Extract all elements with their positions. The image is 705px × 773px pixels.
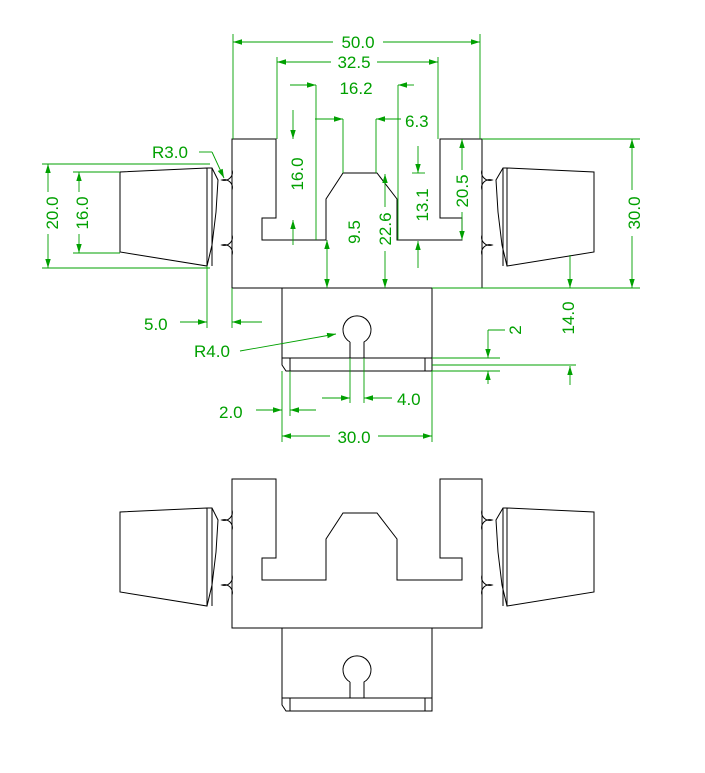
right-connector <box>495 167 595 267</box>
bottom-view <box>119 478 595 712</box>
dim-side-radius: R3.0 <box>152 143 188 162</box>
dim-center-height: 22.6 <box>376 212 395 245</box>
left-side-notches-copy <box>220 509 233 596</box>
dim-notch-width: 6.3 <box>405 112 429 131</box>
keyhole-slot-copy <box>342 655 372 698</box>
left-connector-copy <box>119 507 219 607</box>
dim-inner-width: 32.5 <box>337 53 370 72</box>
dim-chamfer-height: 2 <box>506 325 525 334</box>
dim-left-outer-height: 20.0 <box>43 196 62 229</box>
right-side-notches <box>481 169 494 256</box>
dim-slot-width: 16.2 <box>339 79 372 98</box>
right-side-notches-copy <box>481 509 494 596</box>
bottom-tab-outline-copy <box>281 628 433 712</box>
dim-tab-offset: 5.0 <box>144 315 168 334</box>
dim-tab-height: 14.0 <box>559 301 578 334</box>
dim-ledge-height: 9.5 <box>345 220 364 244</box>
dim-notch-height: 13.1 <box>413 188 432 221</box>
right-connector-copy <box>495 507 595 607</box>
dim-slot-gap: 4.0 <box>397 390 421 409</box>
left-connector <box>119 167 219 267</box>
top-view <box>119 138 595 372</box>
dim-post-height: 16.0 <box>288 157 307 190</box>
main-body-outline <box>231 138 483 289</box>
dim-overall-width: 50.0 <box>341 33 374 52</box>
keyhole-slot <box>342 315 372 358</box>
dim-chamfer-width: 2.0 <box>219 403 243 422</box>
bottom-tab-outline <box>281 288 433 372</box>
dimension-layer: 50.0 32.5 16.2 6.3 R3.0 20.0 16.0 <box>40 30 644 447</box>
dim-tab-width: 30.0 <box>337 428 370 447</box>
dim-left-inner-height: 16.0 <box>73 196 92 229</box>
dim-hole-radius: R4.0 <box>194 342 230 361</box>
main-body-outline-copy <box>231 478 483 629</box>
dim-right-step-height: 20.5 <box>453 174 472 207</box>
dim-overall-height: 30.0 <box>625 196 644 229</box>
left-side-notches <box>220 169 233 256</box>
